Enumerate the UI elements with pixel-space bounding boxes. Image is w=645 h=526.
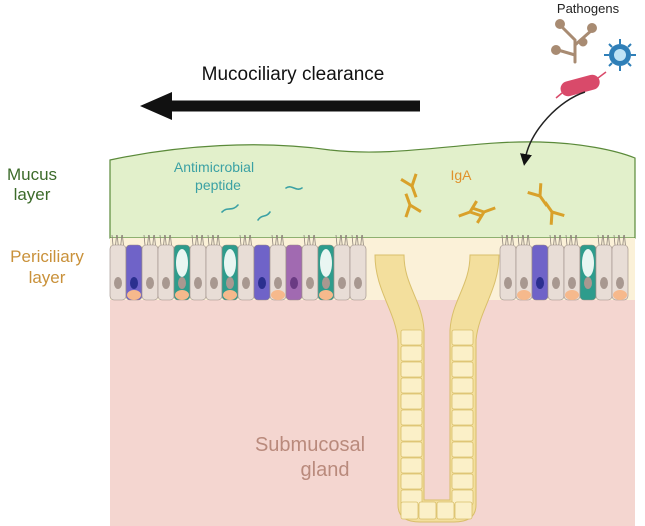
- mucociliary-clearance-label: Mucociliary clearance: [202, 64, 385, 85]
- antimicrobial-peptide-label-1: Antimicrobial: [174, 159, 254, 175]
- antimicrobial-peptide-icon: [221, 186, 303, 221]
- antimicrobial-peptide-label-2: peptide: [195, 177, 241, 193]
- epithelium-right: [499, 234, 629, 301]
- pathogens-label: Pathogens: [557, 1, 620, 16]
- mucus-layer: [109, 141, 636, 239]
- epithelium-left: [109, 234, 367, 301]
- iga-label: IgA: [450, 167, 472, 183]
- submucosal-gland: [374, 254, 500, 523]
- clearance-arrowhead: [140, 92, 172, 120]
- virus-icon: [604, 39, 636, 71]
- submucosa-tissue: [110, 298, 635, 526]
- pathogen-entry-arrow: [520, 91, 586, 166]
- periciliary-layer-label-2: layer: [29, 268, 66, 287]
- bacterium-icon: [555, 71, 607, 99]
- mucus-layer-label-2: layer: [14, 185, 51, 204]
- submucosal-gland-label-1: Submucosal: [255, 434, 365, 456]
- submucosal-gland-label-2: gland: [301, 459, 350, 481]
- fungus-icon: [551, 19, 597, 64]
- periciliary-layer-label-1: Periciliary: [10, 247, 84, 266]
- mucus-layer-label-1: Mucus: [7, 165, 57, 184]
- iga-antibody-icon: [400, 173, 565, 225]
